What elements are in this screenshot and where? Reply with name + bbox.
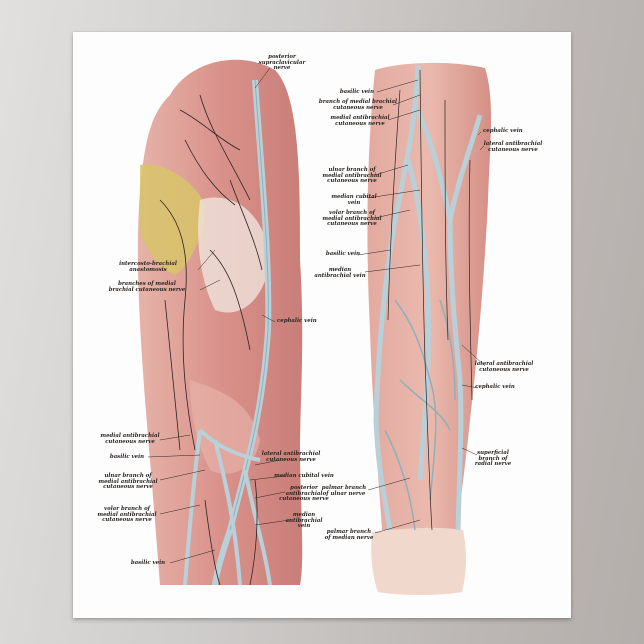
forearm-figure [367, 62, 492, 595]
label-median-cubital-vein-forearm: median cubital vein [331, 194, 377, 206]
label-volar-branch-medial-antibrachial: volar branch of medial antibrachial cuta… [97, 506, 157, 524]
label-basilic-vein-forearm-mid: basilic vein [325, 251, 361, 257]
label-cephalic-vein-upper: cephalic vein [277, 318, 317, 324]
label-posterior-supraclavicular-nerve: posterior supraclavicular nerve [258, 54, 306, 72]
label-median-cubital-vein-upper: median cubital vein [274, 473, 334, 479]
label-lateral-antibrachial-cutaneous-nerve-top: lateral antibrachial cutaneous nerve [483, 141, 543, 153]
label-median-antibrachial-vein-upper: median antibrachial vein [285, 512, 323, 530]
label-intercosto-brachial-anastomosis: intercosto-brachial anastomosis [119, 261, 177, 273]
label-cephalic-vein-forearm-top: cephalic vein [483, 128, 523, 134]
label-basilic-vein-lower: basilic vein [130, 560, 166, 566]
label-volar-branch-forearm: volar branch of medial antibrachial cuta… [322, 210, 382, 228]
label-posterior-antibrachial-cutaneous-nerve: posterior antibrachial cutaneous nerve [279, 485, 329, 503]
label-ulnar-branch-forearm: ulnar branch of medial antibrachial cuta… [322, 167, 382, 185]
label-median-antibrachial-vein-forearm: median antibrachial vein [314, 267, 366, 279]
label-branch-medial-brachial-cutaneous-nerve: branch of medial brachial cutaneous nerv… [318, 99, 398, 111]
label-superficial-branch-radial-nerve: superficial branch of radial nerve [474, 450, 512, 468]
label-branches-medial-brachial-cutaneous-nerve: branches of medial brachial cutaneous ne… [108, 281, 186, 293]
label-lateral-antibrachial-cutaneous-nerve-lower: lateral antibrachial cutaneous nerve [474, 361, 534, 373]
label-basilic-vein-upper: basilic vein [109, 454, 145, 460]
label-palmar-branch-ulnar-nerve: palmar branch of ulnar nerve [321, 485, 367, 497]
label-ulnar-branch-medial-antibrachial: ulnar branch of medial antibrachial cuta… [98, 473, 158, 491]
label-lateral-antibrachial-cutaneous-nerve-upper: lateral antibrachial cutaneous nerve [261, 451, 321, 463]
label-medial-antibrachial-cutaneous-nerve: medial antibrachial cutaneous nerve [100, 433, 160, 445]
label-medial-antibrachial-cutaneous-nerve-forearm: medial antibrachial cutaneous nerve [330, 115, 390, 127]
label-basilic-vein-forearm: basilic vein [339, 89, 374, 95]
label-cephalic-vein-forearm-lower: cephalic vein [475, 384, 515, 390]
label-palmar-branch-median-nerve: palmar branch of median nerve [324, 529, 374, 541]
upper-arm-figure [137, 59, 303, 586]
